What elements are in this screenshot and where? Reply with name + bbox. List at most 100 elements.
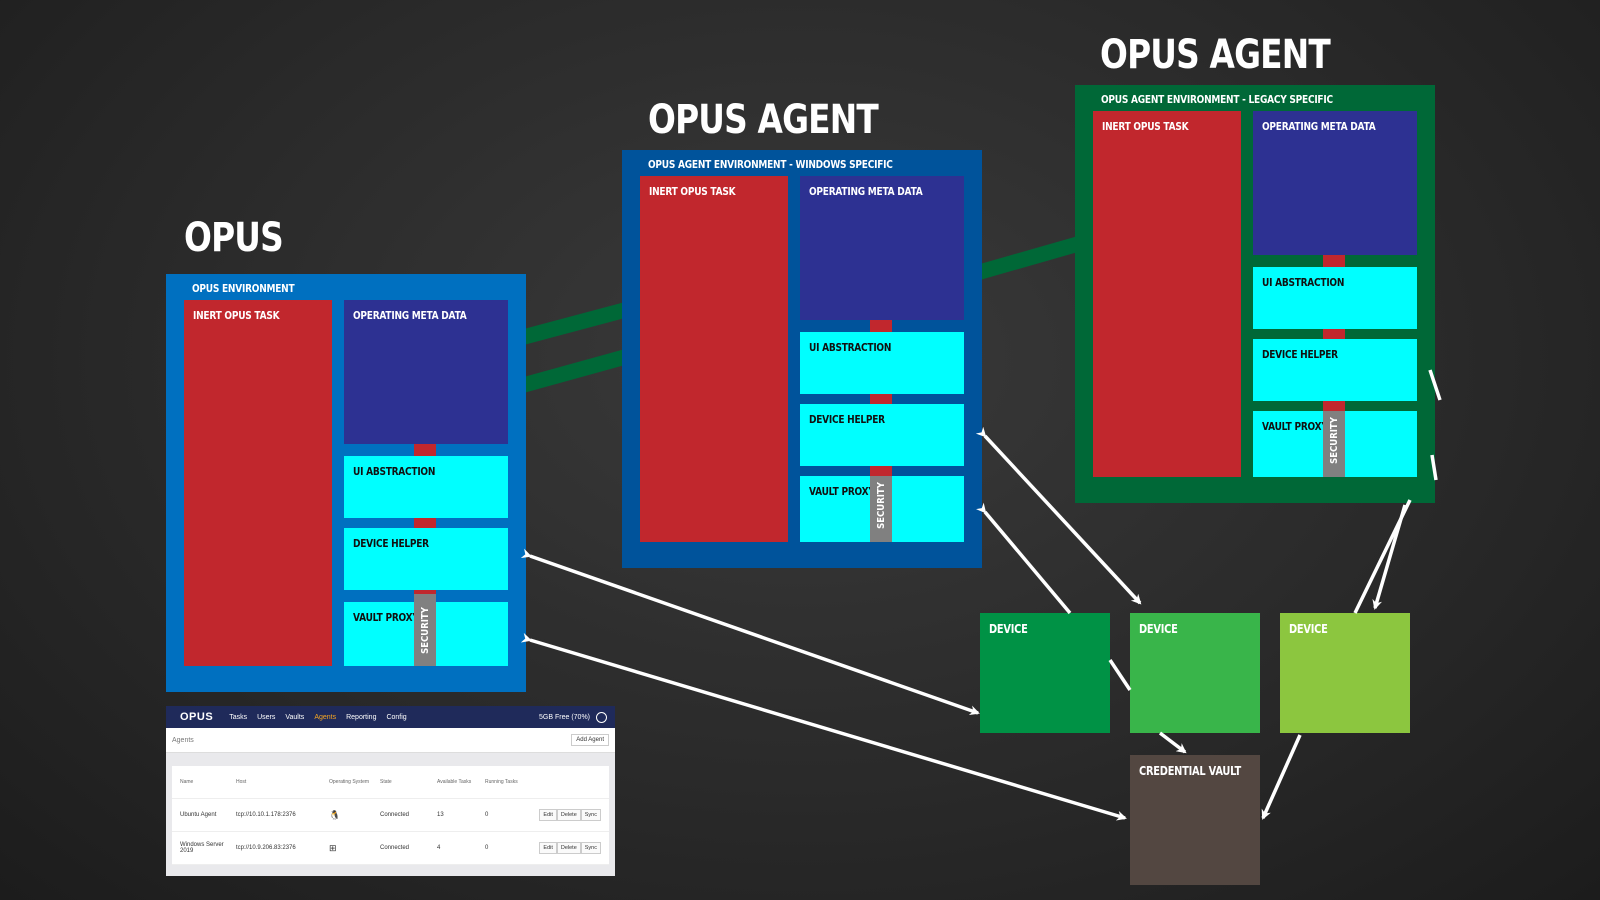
device-3-label: DEVICE [1289, 622, 1328, 636]
device-2: DEVICE [1130, 613, 1260, 733]
agent-legacy-ui-abstraction: UI ABSTRACTION [1253, 267, 1417, 329]
storage-free: 5GB Free (70%) [539, 713, 590, 721]
agent-legacy-device-helper: DEVICE HELPER [1253, 339, 1417, 401]
agent-legacy-connector-2 [1323, 329, 1345, 339]
agent-windows-connector-3 [870, 466, 892, 476]
arrow-windows-device1 [976, 502, 1072, 615]
device-1-label: DEVICE [989, 622, 1028, 636]
table-row: Windows Server 2019 tcp://10.9.206.83:23… [172, 832, 609, 865]
agent-legacy-security: SECURITY [1323, 403, 1345, 477]
page-header: Agents Add Agent [166, 728, 615, 753]
agent-legacy-helper-label: DEVICE HELPER [1262, 348, 1338, 361]
arrow-edge-1 [1428, 369, 1442, 401]
agent-legacy-meta-label: OPERATING META DATA [1262, 120, 1376, 133]
opus-inert-task: INERT OPUS TASK [184, 300, 332, 666]
opus-environment: OPUS ENVIRONMENT INERT OPUS TASK OPERATI… [166, 274, 526, 692]
top-nav: OPUS Tasks Users Vaults Agents Reporting… [166, 706, 615, 728]
arrow-opus-device1 [520, 548, 980, 716]
agents-screenshot: OPUS Tasks Users Vaults Agents Reporting… [166, 706, 615, 876]
agent-windows-meta-data: OPERATING META DATA [800, 176, 964, 320]
link-bar-1 [520, 302, 625, 346]
nav-users[interactable]: Users [257, 713, 276, 721]
row-host: tcp://10.9.206.83:2376 [236, 845, 296, 851]
sync-button[interactable]: Sync [580, 809, 601, 821]
row-running: 0 [485, 845, 489, 851]
opus-vault-label: VAULT PROXY [353, 611, 419, 624]
row-running: 0 [485, 812, 489, 818]
opus-ui-label: UI ABSTRACTION [353, 465, 436, 478]
agent-legacy-connector-3 [1323, 401, 1345, 411]
arrow-device2-vault [1158, 731, 1187, 754]
agent-windows-helper-label: DEVICE HELPER [809, 413, 885, 426]
nav-tasks[interactable]: Tasks [229, 713, 248, 721]
agent-windows-ui-label: UI ABSTRACTION [809, 341, 892, 354]
credential-vault-label: CREDENTIAL VAULT [1139, 764, 1242, 778]
windows-icon: ⊞ [329, 842, 337, 853]
agent-legacy-ui-label: UI ABSTRACTION [1262, 276, 1345, 289]
edit-button[interactable]: Edit [539, 809, 557, 821]
row-available: 4 [437, 845, 441, 851]
device-2-label: DEVICE [1139, 622, 1178, 636]
opus-meta-data: OPERATING META DATA [344, 300, 508, 444]
nav-vaults[interactable]: Vaults [285, 713, 305, 721]
col-name: Name [180, 779, 194, 785]
linux-icon: 🐧 [329, 809, 341, 820]
table-header: Name Host Operating System State Availab… [172, 766, 609, 799]
agent-windows-vault-label: VAULT PROXY [809, 485, 875, 498]
agent-legacy-meta-data: OPERATING META DATA [1253, 111, 1417, 255]
opus-helper-label: DEVICE HELPER [353, 537, 429, 550]
sync-button[interactable]: Sync [580, 842, 601, 854]
col-host: Host [236, 779, 247, 785]
col-running: Running Tasks [485, 779, 518, 785]
row-state: Connected [380, 812, 410, 818]
nav-config[interactable]: Config [386, 713, 407, 721]
agent-windows-connector-1 [870, 320, 892, 332]
agent-windows-connector-2 [870, 394, 892, 404]
agent-legacy-task-label: INERT OPUS TASK [1102, 120, 1189, 133]
arrow-edge-2 [1430, 454, 1438, 481]
opus-meta-data-label: OPERATING META DATA [353, 309, 467, 322]
row-state: Connected [380, 845, 410, 851]
device-3: DEVICE [1280, 613, 1410, 733]
credential-vault: CREDENTIAL VAULT [1130, 755, 1260, 885]
agent-legacy-env-title: OPUS AGENT ENVIRONMENT - LEGACY SPECIFIC [1101, 93, 1333, 106]
arrow-windows-device2 [975, 426, 1142, 605]
nav-reporting[interactable]: Reporting [346, 713, 377, 721]
nav-agents[interactable]: Agents [314, 713, 337, 721]
opus-security: SECURITY [414, 594, 436, 666]
agent-windows-env-title: OPUS AGENT ENVIRONMENT - WINDOWS SPECIFI… [648, 158, 893, 171]
row-name: Ubuntu Agent [180, 812, 217, 818]
opus-device-helper: DEVICE HELPER [344, 528, 508, 590]
agent-windows-title: OPUS AGENT [648, 97, 879, 143]
delete-button[interactable]: Delete [556, 809, 581, 821]
opus-ui-abstraction: UI ABSTRACTION [344, 456, 508, 518]
opus-connector-2 [414, 518, 436, 528]
row-name: Windows Server 2019 [180, 842, 224, 854]
agent-windows-ui-abstraction: UI ABSTRACTION [800, 332, 964, 394]
col-state: State [380, 779, 392, 785]
agent-windows-device-helper: DEVICE HELPER [800, 404, 964, 466]
arrow-device3-vault [1261, 734, 1302, 820]
col-available: Available Tasks [437, 779, 472, 785]
user-avatar-icon[interactable] [596, 711, 607, 723]
arrow-opus-vault [520, 632, 1127, 821]
agent-legacy-vault-label: VAULT PROXY [1262, 420, 1328, 433]
agents-table: Name Host Operating System State Availab… [172, 766, 609, 865]
agent-windows-meta-label: OPERATING META DATA [809, 185, 923, 198]
agent-windows-security: SECURITY [870, 468, 892, 542]
delete-button[interactable]: Delete [556, 842, 581, 854]
arrow-legacy-device3-b [1372, 504, 1407, 610]
col-os: Operating System [329, 779, 370, 785]
agent-legacy-inert-task: INERT OPUS TASK [1093, 111, 1241, 477]
agent-windows-inert-task: INERT OPUS TASK [640, 176, 788, 542]
page-title: Agents [172, 736, 194, 744]
opus-inert-task-label: INERT OPUS TASK [193, 309, 280, 322]
app-logo[interactable]: OPUS [180, 711, 214, 723]
opus-connector-1 [414, 444, 436, 456]
add-agent-button[interactable]: Add Agent [571, 734, 609, 746]
agent-legacy-title: OPUS AGENT [1100, 32, 1331, 78]
link-bar-2 [520, 349, 625, 394]
edit-button[interactable]: Edit [539, 842, 557, 854]
